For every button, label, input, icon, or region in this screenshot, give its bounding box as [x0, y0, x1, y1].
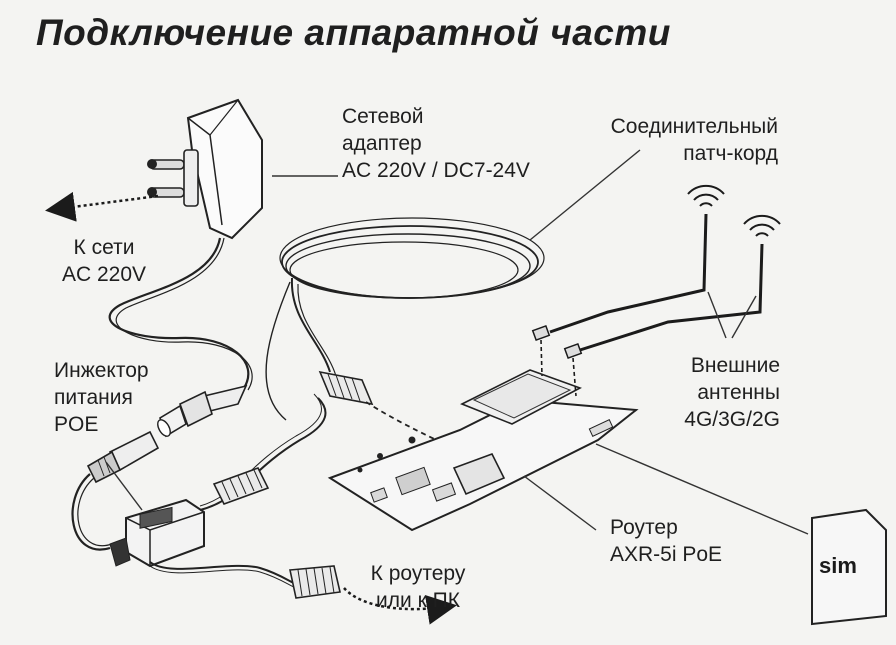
label-patch-cord: Соединительный патч-корд	[610, 115, 778, 165]
to-router-arrow	[343, 587, 457, 625]
label-antennas: Внешние антенны 4G/3G/2G	[684, 354, 780, 431]
dc-plug-icon	[157, 384, 248, 438]
antenna-icon	[531, 184, 781, 397]
injector-dc-jack-icon	[86, 430, 160, 484]
sim-card-label: sim	[819, 553, 857, 578]
network-arrow	[45, 191, 159, 222]
poe-injector-icon	[109, 498, 205, 568]
label-router: Роутер AXR-5i PoE	[610, 516, 723, 566]
page-title: Подключение аппаратной части	[36, 12, 671, 53]
label-network: К сети AC 220V	[61, 236, 147, 286]
label-injector: Инжектор питания POE	[54, 359, 149, 436]
power-adapter-icon	[147, 98, 263, 240]
patch-cord-icon	[265, 217, 545, 421]
rj45-to-pc-icon	[289, 565, 341, 599]
label-adapter: Сетевой адаптер AC 220V / DC7-24V	[342, 105, 530, 182]
rj45-patch-cord-icon	[318, 370, 374, 406]
sim-card-icon	[811, 508, 887, 626]
label-to-router: К роутеру или к ПК	[370, 562, 466, 612]
router-board-icon	[327, 369, 639, 532]
rj45-injector-lan-icon	[212, 467, 270, 505]
